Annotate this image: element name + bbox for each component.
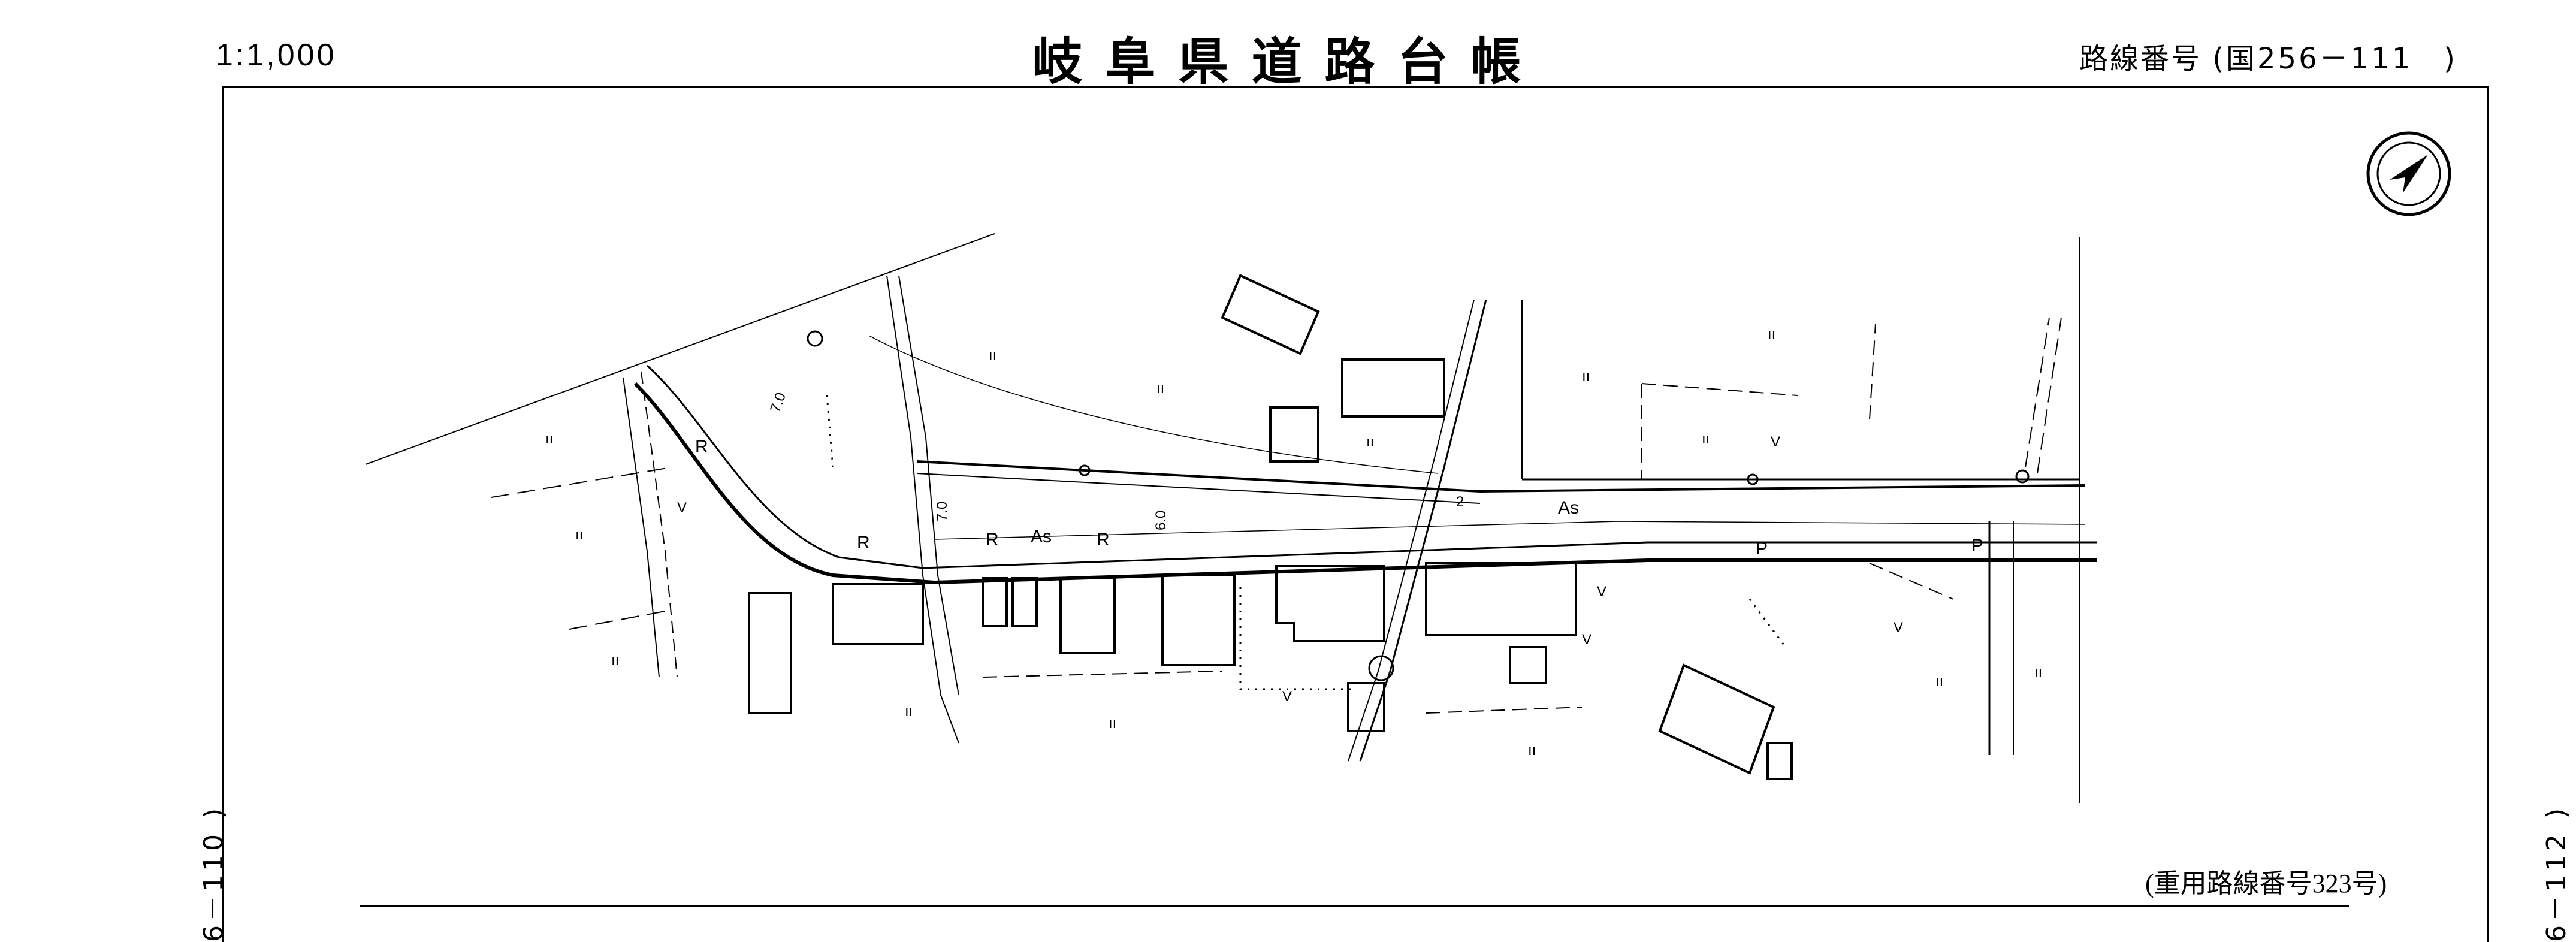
field-symbol: ıı: [2034, 665, 2042, 681]
field-symbol: ıı: [1109, 715, 1116, 732]
vegetation-symbol: V: [677, 500, 687, 516]
map-frame: [222, 86, 2489, 942]
road-surface-label: As: [1031, 527, 1052, 547]
vegetation-symbol: V: [1771, 434, 1780, 450]
field-symbol: ıı: [989, 347, 996, 363]
guard-rail-label: R: [986, 530, 999, 550]
field-symbol: ıı: [575, 527, 583, 543]
guard-rail-label: R: [695, 437, 708, 457]
vegetation-symbol: V: [1894, 620, 1903, 636]
road-surface-label: As: [1558, 498, 1579, 518]
page-title: 岐阜県道路台帳: [1032, 32, 1544, 91]
field-symbol: ıı: [905, 704, 913, 720]
duplicate-route-note: (重用路線番号323号): [2145, 869, 2387, 898]
vegetation-symbol: V: [1582, 632, 1591, 648]
width-label: 7.0: [934, 502, 950, 521]
guard-rail-label: R: [1097, 530, 1110, 550]
parking-label: P: [1756, 539, 1768, 558]
north-arrow-icon: [2366, 131, 2451, 216]
field-symbol: ıı: [1582, 368, 1590, 384]
vegetation-symbol: V: [1597, 584, 1606, 600]
width-label: 6.0: [1153, 511, 1169, 530]
field-symbol: ıı: [611, 653, 619, 669]
buildings: [748, 274, 1793, 780]
main-road: [633, 335, 2097, 585]
route-number-label: 路線番号: [2079, 42, 2202, 76]
field-symbols: ıı ıı ıı ıı ıı ıı ıı ıı ıı ıı ıı ıı ıı ı…: [545, 326, 2042, 759]
route-number-ref: (国256－111 ): [2212, 42, 2457, 76]
width-label: 2: [1456, 494, 1464, 510]
parking-label: P: [1971, 536, 1983, 555]
field-symbol: ıı: [1366, 434, 1374, 450]
route-number: 路線番号 (国256－111 ): [2079, 35, 2457, 77]
guard-rail-label: R: [857, 533, 870, 552]
adjacent-sheet-left: 6－110 ): [198, 804, 229, 942]
vegetation-symbols: V V V V V V: [677, 434, 1903, 705]
field-symbol: ıı: [1702, 431, 1710, 447]
adjacent-sheet-right: 6－112 ): [2541, 804, 2572, 942]
width-label: 7.0: [767, 390, 789, 415]
map-scale: 1:1,000: [216, 38, 337, 73]
vegetation-symbol: V: [1282, 689, 1292, 705]
field-symbol: ıı: [1935, 674, 1943, 690]
field-symbol: ıı: [1156, 380, 1164, 396]
field-symbol: ıı: [1528, 742, 1536, 759]
field-symbol: ıı: [1768, 326, 1775, 342]
guard-rails: R R R R: [695, 437, 1110, 552]
field-symbol: ıı: [545, 431, 553, 447]
